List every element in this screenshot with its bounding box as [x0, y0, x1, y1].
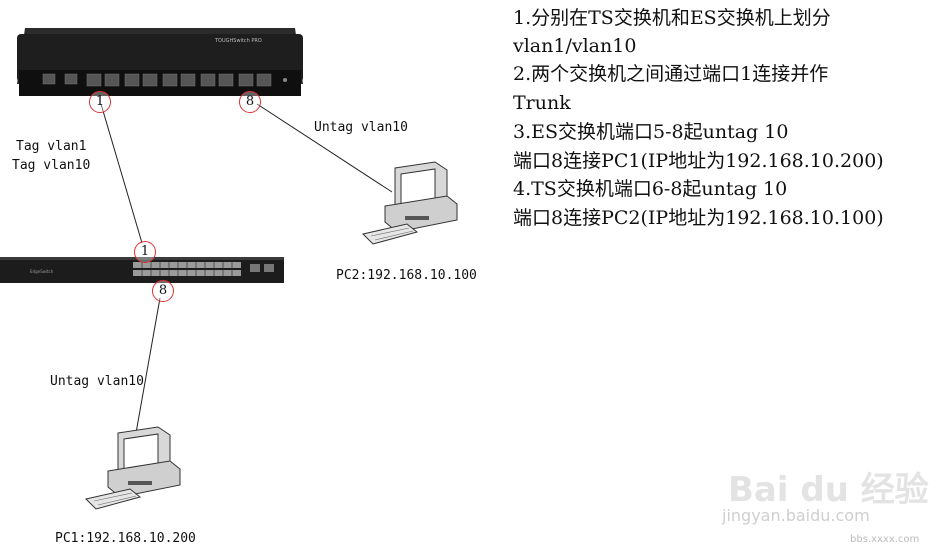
ts-to-pc2-link — [256, 103, 393, 193]
note-line-2: vlan1/vlan10 — [513, 35, 637, 57]
es-port-1-marker: 1 — [134, 241, 156, 263]
baidu-watermark-url: jingyan.baidu.com — [722, 506, 870, 525]
note-line-3: 2.两个交换机之间通过端口1连接并作 — [513, 63, 829, 85]
ts-brand-text: TOUGHSwitch PRO — [214, 38, 262, 44]
pc2-label: PC2:192.168.10.100 — [336, 268, 477, 283]
corner-watermark: bbs.xxxx.com — [850, 534, 920, 545]
note-line-8: 端口8连接PC2(IP地址为192.168.10.100) — [513, 207, 884, 229]
pc1-label: PC1:192.168.10.200 — [55, 531, 196, 546]
es-untag-label: Untag vlan10 — [50, 374, 144, 389]
pc2-computer-icon — [355, 160, 465, 260]
trunk-label-line1: Tag vlan1 — [16, 139, 87, 154]
note-line-6: 端口8连接PC1(IP地址为192.168.10.200) — [513, 150, 884, 172]
es-to-pc1-link — [135, 297, 161, 434]
trunk-label-line2: Tag vlan10 — [12, 158, 91, 173]
trunk-link — [100, 103, 143, 244]
es-port-8-marker: 8 — [152, 280, 174, 302]
ts-untag-label: Untag vlan10 — [314, 120, 408, 135]
note-line-7: 4.TS交换机端口6-8起untag 10 — [513, 178, 788, 200]
baidu-watermark-logo: Bai du 经验 — [728, 470, 929, 510]
ts-switch: TOUGHSwitch PRO — [15, 20, 305, 100]
pc1-computer-icon — [78, 425, 188, 525]
note-line-1: 1.分别在TS交换机和ES交换机上划分 — [513, 7, 831, 29]
ts-port-1-marker: 1 — [89, 91, 111, 113]
es-brand-text: EdgeSwitch — [30, 269, 54, 274]
note-line-5: 3.ES交换机端口5-8起untag 10 — [513, 121, 789, 143]
note-line-4: Trunk — [513, 92, 571, 114]
ts-port-8-marker: 8 — [239, 91, 261, 113]
